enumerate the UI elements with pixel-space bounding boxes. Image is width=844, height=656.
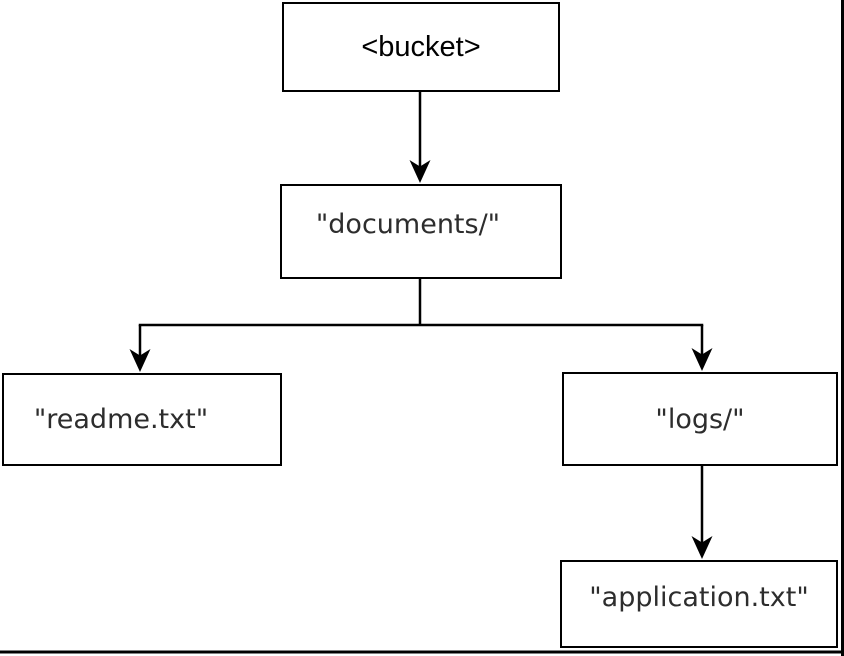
node-application-label: "application.txt" — [589, 581, 809, 613]
node-logs: "logs/" — [562, 372, 838, 466]
node-bucket: <bucket> — [282, 2, 560, 92]
node-bucket-label: <bucket> — [361, 30, 481, 63]
arrowhead-application — [691, 536, 713, 559]
node-documents: "documents/" — [280, 184, 562, 279]
arrowhead-documents — [409, 160, 431, 183]
node-readme: "readme.txt" — [2, 373, 282, 466]
node-logs-label: "logs/" — [655, 403, 745, 435]
arrowhead-logs — [691, 348, 713, 371]
node-readme-label: "readme.txt" — [33, 404, 209, 435]
arrowhead-readme — [129, 349, 151, 372]
node-documents-label: "documents/" — [315, 209, 501, 240]
node-application: "application.txt" — [560, 560, 838, 648]
